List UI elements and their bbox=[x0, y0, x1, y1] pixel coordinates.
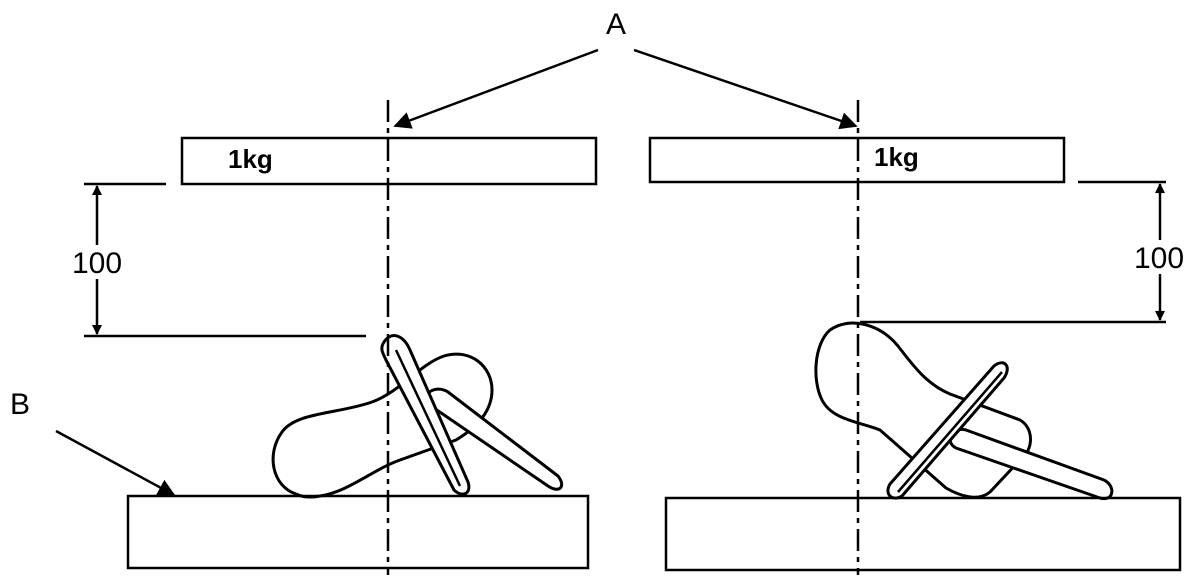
right-weight-label: 1kg bbox=[874, 142, 919, 172]
callout-b-arrow bbox=[55, 429, 176, 497]
callout-a-arrow-right bbox=[633, 48, 858, 130]
callout-a-arrow-left bbox=[393, 48, 599, 129]
right-dimension-label-bg bbox=[1124, 240, 1194, 274]
left-weight-label: 1kg bbox=[228, 144, 273, 174]
right-test-setup: 1kg 100 bbox=[648, 100, 1194, 575]
left-dimension-label: 100 bbox=[72, 247, 122, 280]
left-test-setup: 1kg 100 bbox=[62, 100, 598, 575]
right-base-block bbox=[664, 496, 1182, 572]
right-pacifier-shield bbox=[886, 361, 1009, 500]
right-pacifier bbox=[814, 321, 1114, 501]
left-base-block bbox=[126, 494, 590, 570]
left-dimension-label-bg bbox=[62, 245, 132, 279]
left-shield-edge bbox=[394, 349, 462, 487]
right-shield-edge bbox=[897, 371, 1003, 493]
callout-a-label: A bbox=[606, 8, 626, 41]
left-pacifier bbox=[271, 334, 564, 499]
right-dimension-label: 100 bbox=[1134, 242, 1184, 275]
callout-b-label: B bbox=[10, 388, 30, 421]
